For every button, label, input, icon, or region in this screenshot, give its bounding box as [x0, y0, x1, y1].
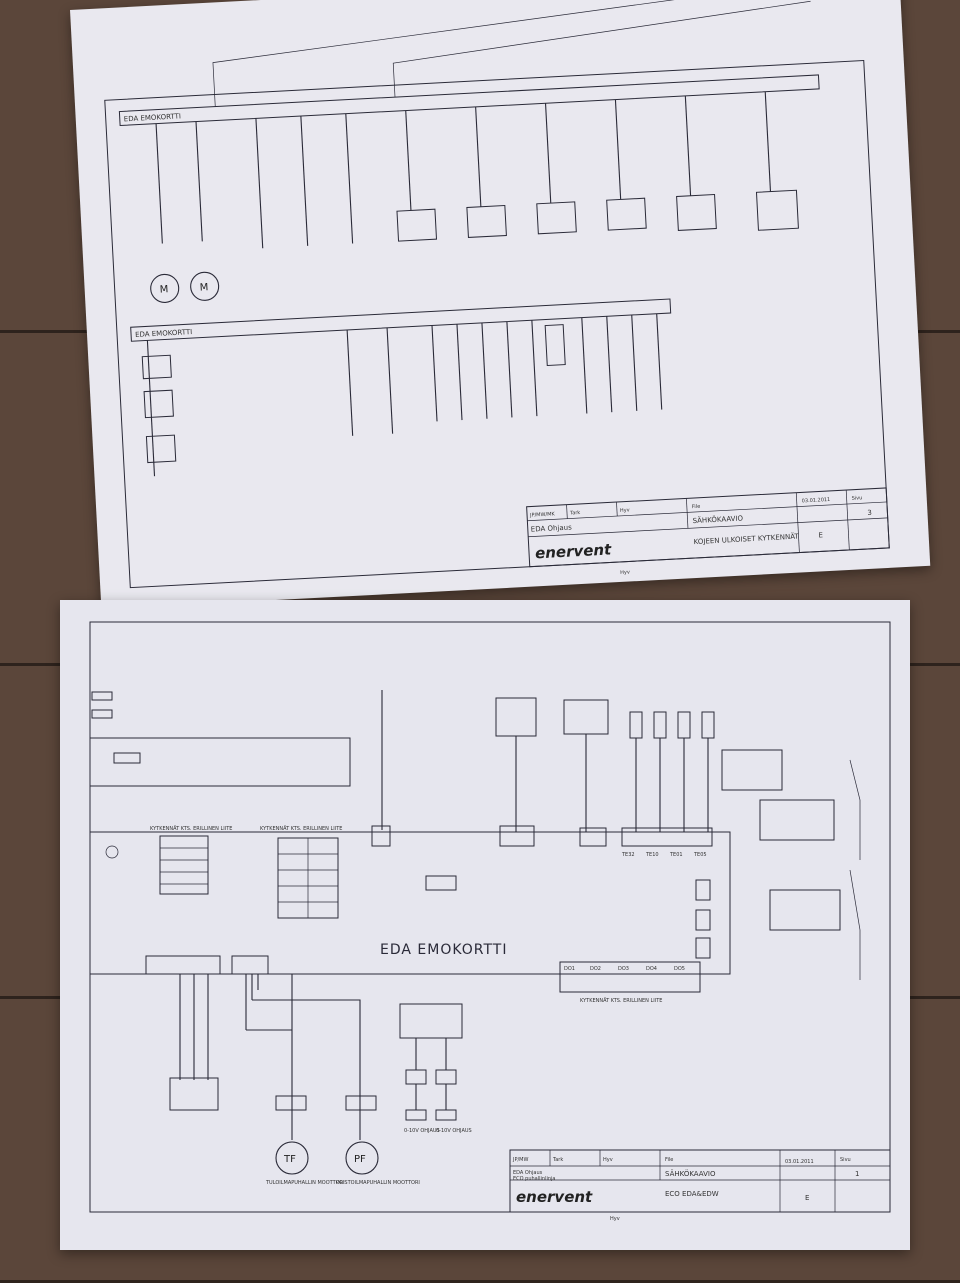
- bottom-schematic: EDA EMOKORTTI KYTKENNÄT KTS. ERILLINEN L…: [89, 621, 891, 1222]
- motor-tf-symbol: TF: [283, 1154, 296, 1165]
- top-field-devices: [381, 690, 861, 980]
- do-label: DO3: [618, 966, 629, 972]
- sheet-number: 1: [855, 1170, 859, 1178]
- revision: E: [805, 1194, 809, 1202]
- bottom-schematic-sheet: EDA EMOKORTTI KYTKENNÄT KTS. ERILLINEN L…: [60, 600, 910, 1250]
- title-block-bottom: JP/MW Tark Hyv File 03.01.2011 Sivu 1 ED…: [509, 1149, 891, 1222]
- sensor-label: TE01: [669, 852, 683, 858]
- x9-terminal-block: [277, 837, 339, 919]
- subject: SÄHKÖKAAVIO: [665, 1169, 716, 1178]
- title-block-top: JP/MW/MK Tark Hyv File 03.01.2011 Sivu 3…: [526, 487, 890, 576]
- board-title: EDA EMOKORTTI: [124, 112, 182, 123]
- block-title: EDA EMOKORTTI: [135, 328, 193, 339]
- x7-connector: [425, 875, 457, 891]
- date: 03.01.2011: [802, 497, 831, 504]
- board-title: EDA EMOKORTTI: [380, 942, 507, 958]
- checked-label: Tark: [569, 510, 581, 517]
- x9-connection-note: KYTKENNÄT KTS. ERILLINEN LIITE: [260, 825, 342, 832]
- do-label: DO1: [564, 966, 575, 972]
- motor-pf-label: POISTOILMAPUHALLIN MOOTTORI: [336, 1180, 420, 1186]
- left-control-units: [141, 340, 177, 477]
- approved-footer: Hyv: [620, 569, 630, 576]
- sensor-label: TE10: [645, 852, 659, 858]
- x10-connection-note: KYTKENNÄT KTS. ERILLINEN LIITE: [150, 825, 232, 832]
- sheet-label: Sivu: [840, 1157, 851, 1163]
- drawn-by: JP/MW/MK: [529, 511, 556, 518]
- do-connection-note: KYTKENNÄT KTS. ERILLINEN LIITE: [580, 997, 662, 1004]
- sensor-label: TE32: [621, 852, 635, 858]
- second-row-inputs: [346, 313, 663, 436]
- tf-motor: TF TULOILMAPUHALLIN MOOTTORI: [265, 1095, 345, 1186]
- description: ECO EDA&EDW: [665, 1190, 719, 1198]
- date: 03.01.2011: [785, 1159, 814, 1165]
- block-header: [130, 298, 672, 342]
- x10-terminal-block: [105, 835, 209, 895]
- x6-legend-box: [89, 737, 351, 787]
- sheet-label: Sivu: [851, 495, 862, 502]
- sheet-border: [104, 60, 890, 589]
- fan-control-left: 0-10V OHJAUS: [404, 1128, 440, 1134]
- top-schematic-sheet: EDA EMOKORTTI M M EDA EMOKORTTI: [70, 0, 931, 610]
- brand-logo: enervent: [535, 540, 613, 562]
- motor-wiring: [169, 974, 361, 1140]
- svg-text:M: M: [199, 282, 208, 293]
- file-label: File: [692, 504, 701, 510]
- revision: E: [818, 531, 823, 539]
- do-outputs: DO1 DO2 DO3 DO4 DO5 KYTKENNÄT KTS. ERILL…: [559, 961, 701, 1004]
- do-label: DO5: [674, 966, 685, 972]
- do-label: DO2: [590, 966, 601, 972]
- subject: SÄHKÖKAAVIO: [692, 513, 743, 525]
- sensor-labels: TE32 TE10 TE01 TE05: [621, 852, 707, 858]
- legend-symbol: [91, 691, 113, 701]
- motor-tf-label: TULOILMAPUHALLIN MOOTTORI: [265, 1180, 345, 1186]
- do-label: DO4: [646, 966, 657, 972]
- bottom-terminal-strip: [145, 955, 269, 975]
- file-label: File: [665, 1157, 673, 1163]
- approved-footer: Hyv: [610, 1216, 620, 1222]
- board-header: [118, 74, 820, 127]
- motor-pf-symbol: PF: [354, 1154, 366, 1165]
- system-name: EDA Ohjaus: [513, 1170, 543, 1176]
- f19-fan-control: 0-10V OHJAUS 0-10V OHJAUS: [399, 1003, 472, 1134]
- pf-motor: PF POISTOILMAPUHALLIN MOOTTORI: [336, 1095, 420, 1186]
- fan-control-right: 0-10V OHJAUS: [436, 1128, 472, 1134]
- approved-label: Hyv: [620, 507, 630, 514]
- sensor-label: TE05: [693, 852, 707, 858]
- svg-text:M: M: [159, 284, 168, 295]
- drawn-by: JP/MW: [512, 1157, 528, 1163]
- checked-label: Tark: [552, 1157, 563, 1163]
- sheet-number: 3: [867, 509, 872, 517]
- approved-label: Hyv: [603, 1157, 613, 1163]
- top-schematic: EDA EMOKORTTI M M EDA EMOKORTTI: [104, 0, 890, 589]
- top-row-outputs: M M: [150, 0, 811, 303]
- eda-main-board: [89, 831, 731, 975]
- system-sub: ECO puhallinlinja: [513, 1176, 556, 1182]
- top-connectors: [371, 825, 713, 847]
- legend-symbol: [91, 709, 113, 719]
- brand-logo: enervent: [516, 1188, 593, 1206]
- description: KOJEEN ULKOISET KYTKENNÄT: [693, 532, 799, 547]
- system-name: EDA Ohjaus: [531, 523, 573, 533]
